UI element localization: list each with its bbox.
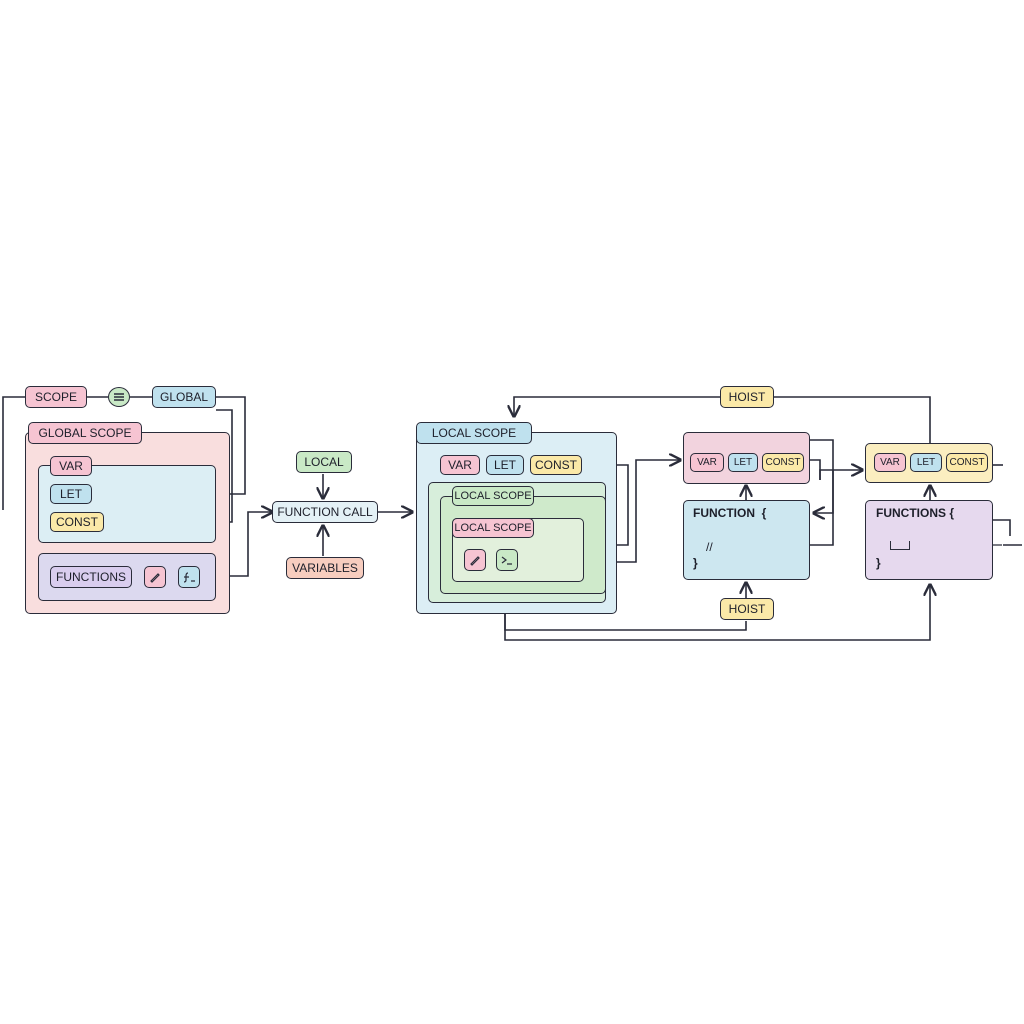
global-tag: GLOBAL (152, 386, 216, 408)
panel-b-var-tag: VAR (874, 453, 906, 472)
variables-tag: VARIABLES (286, 557, 364, 579)
scope-tag: SCOPE (25, 386, 87, 408)
local-tag: LOCAL (296, 451, 352, 473)
global-scope-title: GLOBAL SCOPE (28, 422, 142, 444)
hoist-bottom-tag: HOIST (720, 598, 774, 620)
local-scope-title: LOCAL SCOPE (416, 422, 532, 444)
function-call-tag: FUNCTION CALL (272, 501, 378, 523)
panel-b-const-tag: CONST (946, 453, 988, 472)
local-const-tag: CONST (530, 455, 582, 475)
panel-a-var-tag: VAR (690, 453, 724, 472)
local-let-tag: LET (486, 455, 524, 475)
panel-b-code-title: FUNCTIONS { (876, 506, 954, 520)
panel-a-to-b-arrow (819, 470, 862, 480)
local-to-panel-b-arrow (504, 585, 930, 641)
hoist-to-local-arrow (514, 396, 720, 416)
panel-a-const-tag: CONST (762, 453, 804, 472)
innermost-local-scope-title: LOCAL SCOPE (452, 518, 534, 538)
panel-b-functions-box (865, 500, 993, 580)
panel-a-let-tag: LET (728, 453, 758, 472)
global-const-tag: CONST (50, 512, 104, 532)
hoist-top-tag: HOIST (720, 386, 774, 408)
panel-b-let-tag: LET (910, 453, 942, 472)
terminal-icon (496, 549, 518, 571)
panel-b-code-close: } (876, 556, 881, 570)
function-icon (178, 566, 200, 588)
panel-a-function-box (683, 500, 810, 580)
global-functions-tag: FUNCTIONS (50, 566, 132, 588)
panel-a-code-close: } (693, 556, 698, 570)
panel-b-code-block (890, 541, 910, 550)
local-var-tag: VAR (440, 455, 480, 475)
panel-a-code-comment: // (706, 540, 713, 554)
menu-lines-icon (108, 387, 130, 407)
global-var-tag: VAR (50, 456, 92, 476)
pencil-icon (464, 549, 486, 571)
panel-a-code-title: FUNCTION { (693, 506, 767, 520)
inner-local-scope-title: LOCAL SCOPE (452, 486, 534, 506)
pencil-icon (144, 566, 166, 588)
global-let-tag: LET (50, 484, 92, 504)
scope-left-loop (2, 396, 25, 510)
